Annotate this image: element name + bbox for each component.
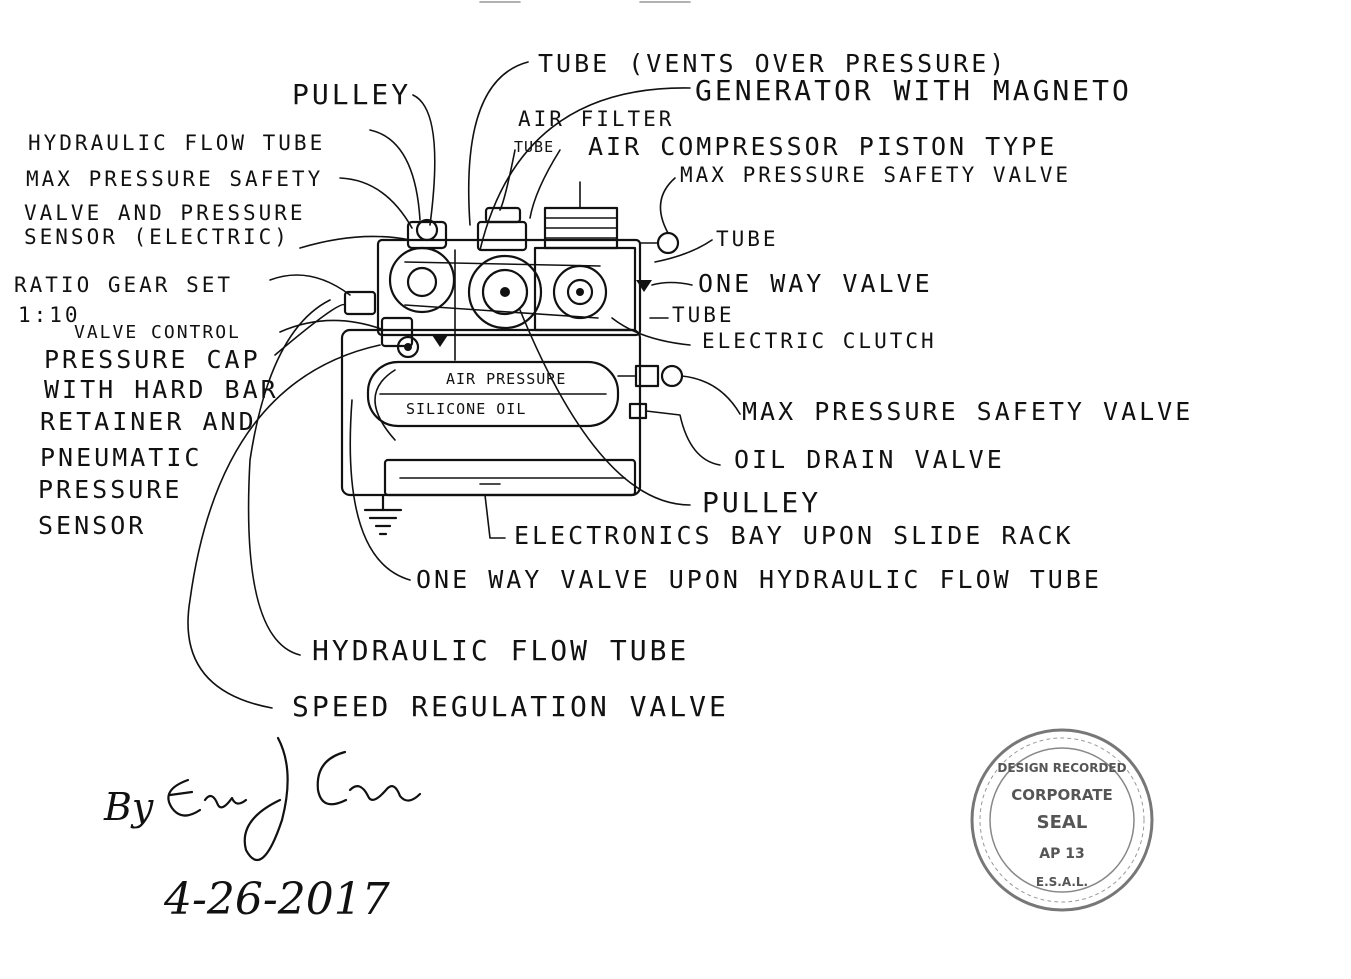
seal-line-1: DESIGN RECORDED <box>997 761 1126 775</box>
label-retainer-and: RETAINER AND <box>40 407 257 436</box>
label-electric-clutch: ELECTRIC CLUTCH <box>702 329 937 353</box>
label-air-compressor: AIR COMPRESSOR PISTON TYPE <box>588 132 1057 161</box>
seal-line-3: SEAL <box>1037 812 1088 833</box>
pressure-tank <box>366 360 620 428</box>
machine-drawing <box>340 206 684 536</box>
label-one-way-valve-hydraulic: ONE WAY VALVE UPON HYDRAULIC FLOW TUBE <box>416 565 1102 594</box>
signature-by: By <box>103 785 154 829</box>
signature-date: 4-26-2017 <box>163 874 390 925</box>
label-pulley-top: PULLEY <box>292 78 411 111</box>
label-air-filter: AIR FILTER <box>518 107 674 131</box>
label-generator: GENERATOR WITH MAGNETO <box>695 74 1132 107</box>
label-electronics-bay: ELECTRONICS BAY UPON SLIDE RACK <box>514 521 1074 550</box>
ground-symbol <box>363 493 403 536</box>
label-hydraulic-flow-tube-top: HYDRAULIC FLOW TUBE <box>28 131 325 155</box>
label-pressure-cap: PRESSURE CAP <box>44 345 261 374</box>
label-hydraulic-flow-tube-bottom: HYDRAULIC FLOW TUBE <box>312 634 689 667</box>
signature-scrawl <box>167 736 422 862</box>
label-valve-and-pressure: VALVE AND PRESSURE <box>24 201 306 225</box>
label-oil-drain-valve: OIL DRAIN VALVE <box>734 445 1005 474</box>
label-pneumatic: PNEUMATIC <box>40 443 202 472</box>
seal-line-5: E.S.A.L. <box>1036 875 1088 889</box>
leader-lines <box>187 61 741 709</box>
label-speed-regulation-valve: SPEED REGULATION VALVE <box>292 690 729 723</box>
valve-control <box>380 316 414 348</box>
label-air-pressure: AIR PRESSURE <box>446 370 566 388</box>
label-sensor-electric: SENSOR (ELECTRIC) <box>24 225 290 249</box>
label-one-way-valve-right: ONE WAY VALVE <box>698 269 933 298</box>
label-tube-small: TUBE <box>514 138 554 156</box>
generator-body <box>388 246 456 314</box>
compressor-head <box>533 246 637 332</box>
label-ratio-value: 1:10 <box>18 303 81 327</box>
label-tube-vents: TUBE (VENTS OVER PRESSURE) <box>538 49 1007 78</box>
label-with-hard-bar: WITH HARD BAR <box>44 375 279 404</box>
label-max-pressure-safety-valve-lower: MAX PRESSURE SAFETY VALVE <box>742 397 1193 426</box>
label-valve-control: VALVE CONTROL <box>74 322 241 343</box>
label-tube-right-2: TUBE <box>672 303 735 327</box>
label-max-pressure-safety-valve-right: MAX PRESSURE SAFETY VALVE <box>680 163 1071 187</box>
label-tube-right: TUBE <box>716 227 779 251</box>
seal-line-2: CORPORATE <box>1011 786 1113 804</box>
generator-top-bracket <box>406 220 448 250</box>
seal-line-4: AP 13 <box>1039 846 1084 862</box>
label-silicone-oil: SILICONE OIL <box>406 400 526 418</box>
safety-valve-right <box>656 231 680 255</box>
oil-drain-valve <box>628 402 648 420</box>
signature-block: By 4-26-2017 <box>103 736 422 925</box>
ratio-gear-set <box>343 290 377 316</box>
label-max-pressure-safety-1: MAX PRESSURE SAFETY <box>26 167 323 191</box>
electronics-bay <box>383 458 637 497</box>
label-pressure: PRESSURE <box>38 475 182 504</box>
label-pulley-bottom: PULLEY <box>702 486 821 519</box>
label-sensor: SENSOR <box>38 511 146 540</box>
corporate-seal: DESIGN RECORDED CORPORATE SEAL AP 13 E.S… <box>970 728 1154 912</box>
labels: TUBE (VENTS OVER PRESSURE) GENERATOR WIT… <box>14 49 1193 723</box>
upper-chassis <box>376 238 642 337</box>
label-ratio-gear-set: RATIO GEAR SET <box>14 273 233 297</box>
main-pulley <box>467 254 543 330</box>
